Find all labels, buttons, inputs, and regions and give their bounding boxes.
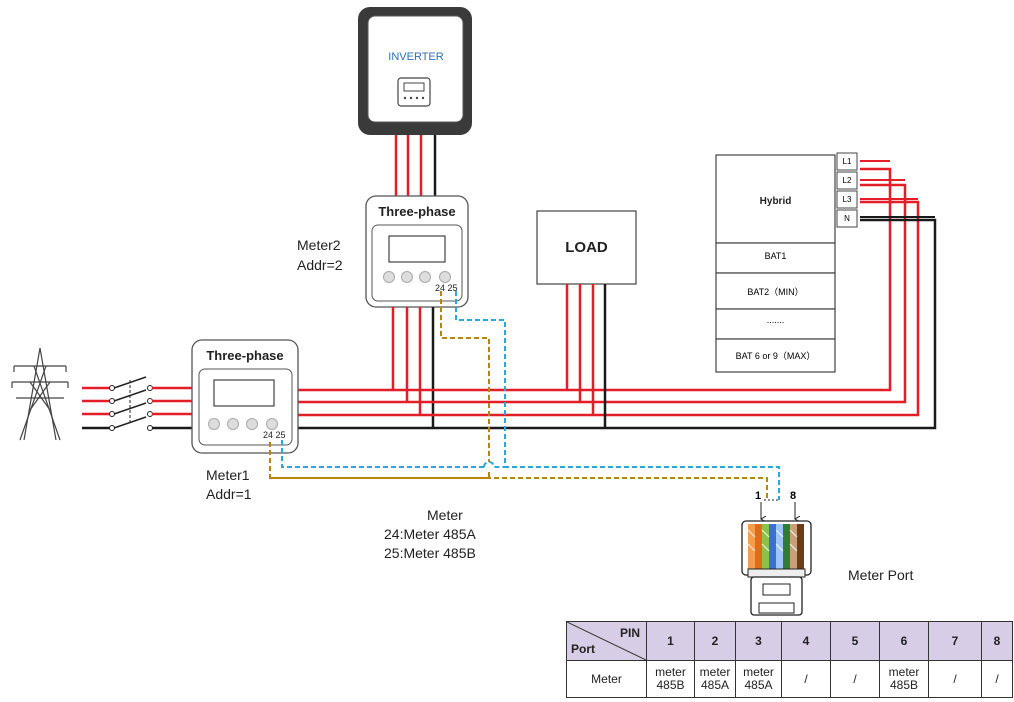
power-tower-icon bbox=[11, 347, 69, 441]
load-box bbox=[536, 210, 637, 285]
corner-diagonal bbox=[567, 622, 646, 660]
connector-pin-8-label: 8 bbox=[790, 490, 797, 502]
battery-ellipsis: ....... bbox=[766, 315, 785, 325]
meter2-addr: Addr=2 bbox=[297, 257, 343, 273]
meter2-title: Three-phase bbox=[378, 204, 456, 219]
pin-7-value: / bbox=[928, 660, 982, 698]
meter1-name: Meter1 bbox=[206, 467, 250, 483]
meter1-title: Three-phase bbox=[206, 348, 284, 363]
inverter bbox=[358, 7, 472, 135]
hybrid-terminal-l2: L2 bbox=[842, 176, 852, 185]
pin-header-7: 7 bbox=[928, 621, 982, 661]
pin-4-value: / bbox=[781, 660, 831, 698]
corner-pin-label: PIN bbox=[619, 626, 640, 640]
meter-note-485a: 24:Meter 485A bbox=[384, 526, 476, 542]
hybrid-title: Hybrid bbox=[759, 196, 792, 207]
hybrid-terminal-n: N bbox=[844, 214, 850, 223]
meter2-grid-cable bbox=[391, 307, 435, 428]
load-cable bbox=[565, 284, 607, 428]
meter2-name: Meter2 bbox=[297, 237, 341, 253]
meter1-terminals: 24 25 bbox=[263, 430, 286, 440]
hybrid-terminal-l3: L3 bbox=[842, 195, 852, 204]
battery-max: BAT 6 or 9（MAX） bbox=[735, 351, 816, 361]
pin-5-value: / bbox=[830, 660, 880, 698]
inverter-meter2-cable bbox=[394, 135, 437, 200]
connector-pin-1-label: 1 bbox=[755, 490, 762, 502]
pin-header-8: 8 bbox=[981, 621, 1013, 661]
rs485-cabling bbox=[269, 291, 780, 500]
hybrid-terminal-l1: L1 bbox=[842, 157, 852, 166]
battery-2: BAT2（MIN） bbox=[747, 287, 804, 297]
grid-breaker bbox=[82, 376, 192, 431]
battery-1: BAT1 bbox=[764, 251, 787, 261]
meter1-addr: Addr=1 bbox=[206, 486, 252, 502]
hybrid-inverter bbox=[715, 152, 858, 373]
pin-header-4: 4 bbox=[781, 621, 831, 661]
meter1 bbox=[191, 339, 299, 454]
inverter-display-icon bbox=[397, 77, 431, 107]
rj45-connector-icon bbox=[741, 499, 812, 616]
pin-table-corner: PIN Port bbox=[566, 621, 647, 661]
meter-note-title: Meter bbox=[427, 507, 463, 523]
pin-header-2: 2 bbox=[694, 621, 736, 661]
hybrid-terminal-links bbox=[860, 160, 935, 218]
pin-header-5: 5 bbox=[830, 621, 880, 661]
pin-table-header: PIN Port 1 2 3 4 5 6 7 8 bbox=[566, 621, 1013, 661]
pin-header-3: 3 bbox=[735, 621, 782, 661]
inverter-label: INVERTER bbox=[388, 51, 444, 63]
meter2-terminals: 24 25 bbox=[435, 283, 458, 293]
pin-header-1: 1 bbox=[646, 621, 695, 661]
load-label: LOAD bbox=[565, 239, 608, 256]
pin-header-6: 6 bbox=[879, 621, 929, 661]
meter-port-label: Meter Port bbox=[848, 567, 914, 583]
pin-8-value: / bbox=[981, 660, 1013, 698]
row-label: Meter bbox=[566, 660, 647, 698]
meter-note-485b: 25:Meter 485B bbox=[384, 545, 476, 561]
meter2 bbox=[365, 195, 469, 308]
corner-port-label: Port bbox=[571, 642, 595, 656]
